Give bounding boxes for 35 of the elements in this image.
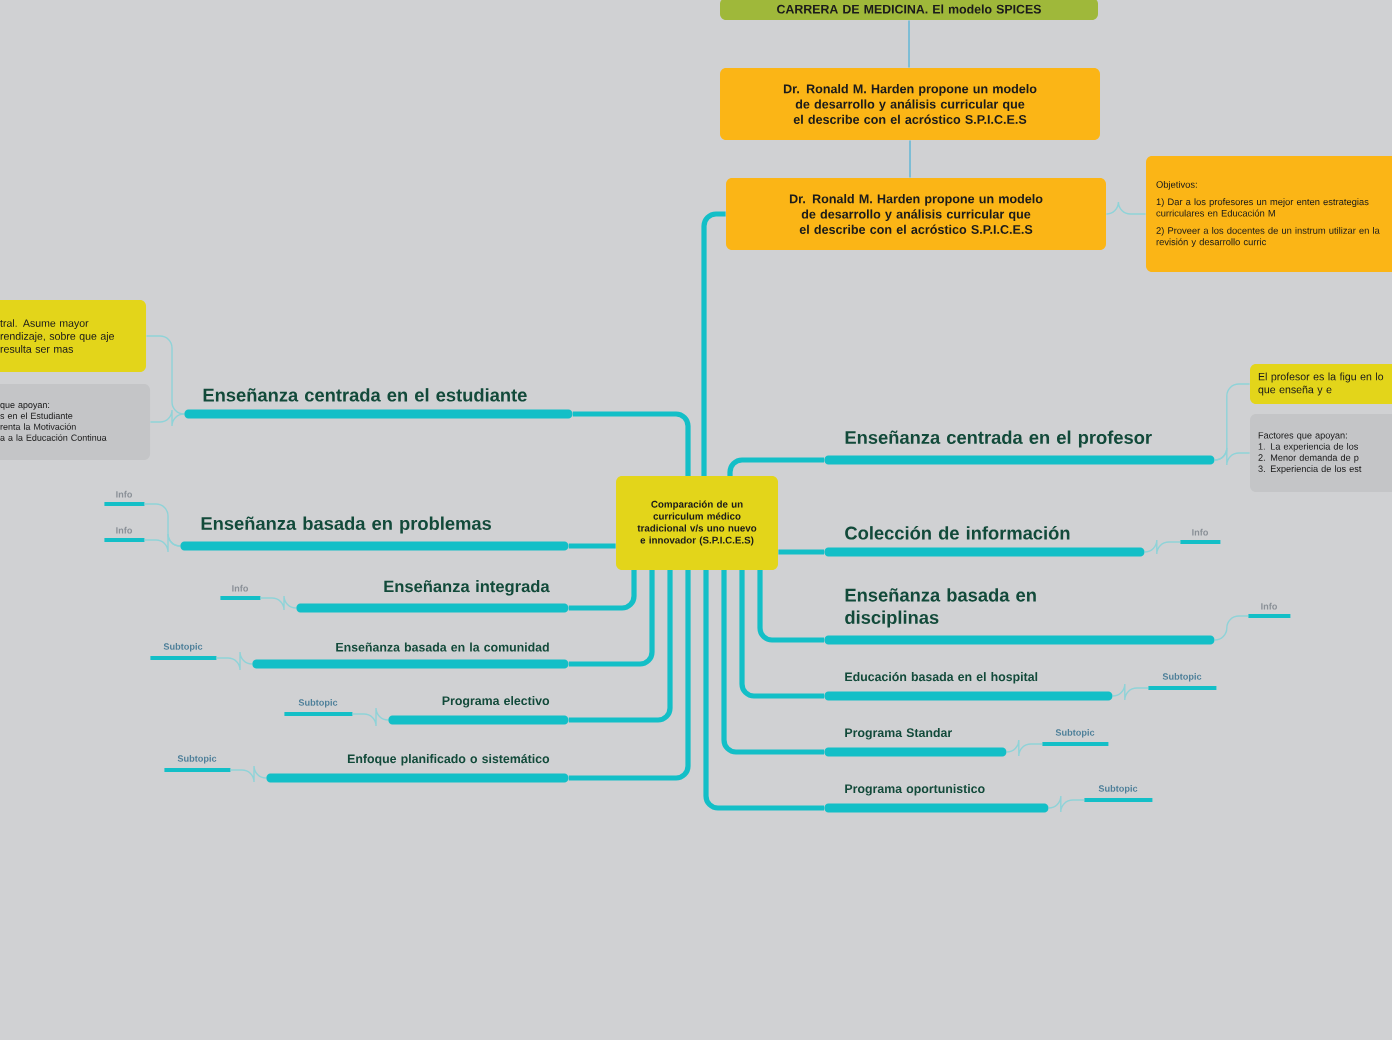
connector-line xyxy=(230,765,267,783)
connector-line xyxy=(1112,683,1149,701)
connector-line xyxy=(1105,201,1147,215)
connector-line xyxy=(721,570,824,755)
connector-line xyxy=(216,651,253,671)
connector-line xyxy=(352,707,389,727)
connector-line xyxy=(568,570,673,723)
connector-line xyxy=(701,211,726,476)
connector-line xyxy=(145,335,185,415)
connector-line xyxy=(1006,739,1043,757)
connector-line xyxy=(1144,539,1181,555)
connector-line xyxy=(1214,615,1249,641)
topic-label: Enseñanza basada en disciplinas xyxy=(824,588,1215,645)
connector-line xyxy=(149,409,185,427)
connector-line xyxy=(1214,447,1251,466)
connector-line xyxy=(739,570,824,699)
topic-label: Enseñanza integrada xyxy=(296,580,569,613)
connector-line xyxy=(572,411,691,476)
connector-line xyxy=(778,549,824,555)
connector-line xyxy=(1048,795,1085,813)
connector-line xyxy=(727,457,824,476)
topic-label: Enseñanza centrada en el profesor xyxy=(824,430,1215,465)
connector-line xyxy=(908,19,910,69)
connector-line xyxy=(568,570,691,781)
connector-line xyxy=(568,570,655,667)
connector-line xyxy=(568,543,616,549)
topic-label: Colección de información xyxy=(824,525,1145,557)
connector-line xyxy=(568,570,637,611)
connector-line xyxy=(757,570,824,643)
connector-line xyxy=(909,139,911,179)
topic-label: Enseñanza centrada en el estudiante xyxy=(184,388,573,419)
topic-label: Enseñanza basada en problemas xyxy=(180,516,569,551)
connector-line xyxy=(144,533,181,553)
connector-line xyxy=(703,570,824,811)
connector-line xyxy=(260,595,297,611)
